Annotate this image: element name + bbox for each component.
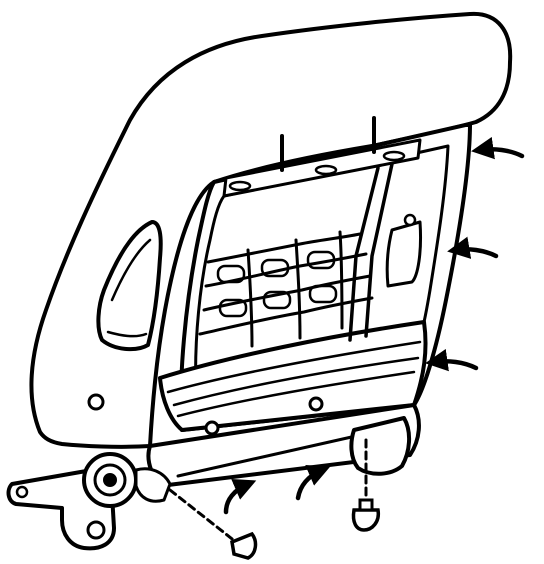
pivot-hub bbox=[103, 473, 117, 487]
latch-plate bbox=[385, 220, 422, 288]
arrow-right-lower bbox=[425, 348, 479, 372]
frame-top-slot-3 bbox=[382, 150, 406, 162]
rail-hole-1 bbox=[204, 420, 220, 436]
rail-strip bbox=[176, 434, 358, 478]
bracket-rivet bbox=[86, 520, 106, 540]
lower-cushion bbox=[158, 320, 428, 432]
rail-hole-2 bbox=[308, 396, 324, 412]
frame-top-slot-2 bbox=[314, 164, 338, 176]
arrow-bottom-right bbox=[295, 464, 331, 501]
bolt-left bbox=[168, 488, 258, 560]
bolt-right bbox=[351, 438, 381, 532]
cushion-seam-3 bbox=[176, 370, 416, 418]
cushion-seam-2 bbox=[172, 356, 420, 407]
arrow-right-middle bbox=[447, 236, 499, 259]
frame-top-slot-1 bbox=[228, 180, 252, 192]
arrow-right-upper bbox=[471, 136, 525, 160]
arrow-bottom-left bbox=[223, 478, 257, 515]
spring-grid bbox=[198, 162, 394, 348]
bottom-rail bbox=[146, 403, 421, 488]
latch-hole bbox=[403, 213, 417, 227]
top-clips bbox=[280, 116, 376, 172]
side-panel-inner bbox=[106, 238, 152, 338]
bracket-hole bbox=[15, 485, 29, 499]
side-panel-opening bbox=[96, 220, 163, 352]
pivot-boss bbox=[87, 393, 105, 411]
cushion-seam-1 bbox=[166, 340, 422, 394]
hinge-link bbox=[134, 467, 172, 503]
